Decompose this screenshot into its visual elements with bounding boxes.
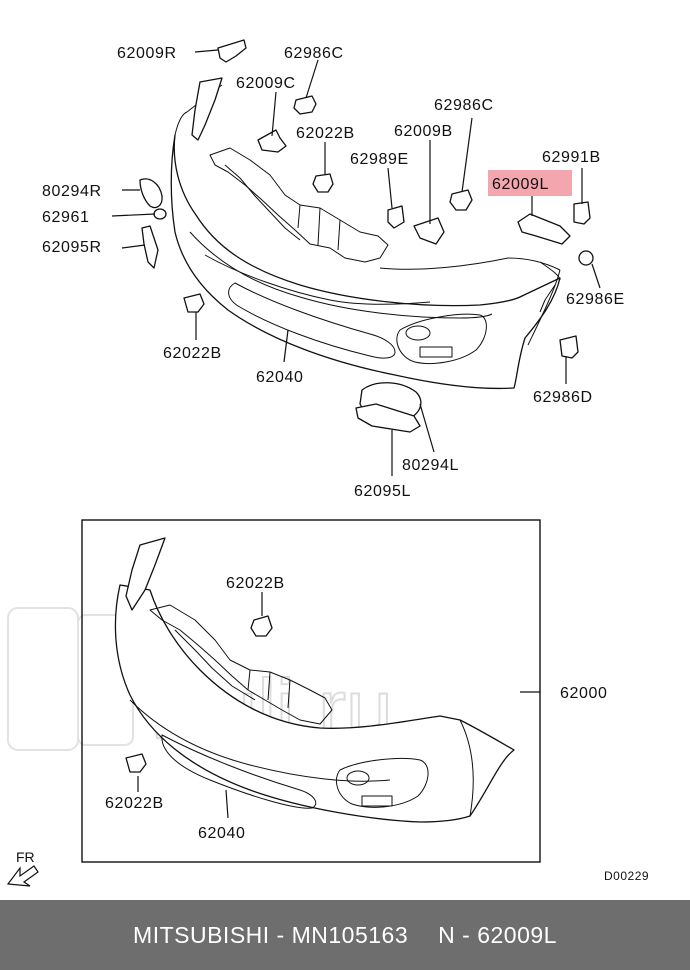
clip-62986C-icon — [293, 95, 317, 115]
clip-62022B-icon — [312, 173, 334, 193]
leader-lines-lower — [137, 592, 540, 819]
leader-lines-upper — [111, 49, 601, 476]
front-arrow-icon — [6, 865, 39, 887]
cap-80294R-icon — [139, 178, 163, 209]
label-62009R: 62009R — [117, 45, 177, 62]
grille-62095R-icon — [141, 225, 159, 269]
label-62009B: 62009B — [394, 123, 453, 140]
label-62022B-left: 62022B — [163, 345, 222, 362]
assembly-frame — [81, 519, 541, 863]
part-62961-icon — [153, 208, 167, 220]
small-parts-upper — [139, 39, 594, 433]
label-62040-lower: 62040 — [198, 825, 246, 842]
bracket-62009C-icon — [257, 129, 287, 153]
screw-62986E-icon — [578, 250, 594, 266]
part-62989E-icon — [387, 205, 405, 229]
bracket-62009R-icon — [217, 39, 247, 63]
label-62095R: 62095R — [42, 239, 102, 256]
label-62986C-top: 62986C — [284, 45, 344, 62]
diagram-code: D00229 — [604, 869, 649, 883]
label-62986D: 62986D — [533, 389, 593, 406]
label-62989E: 62989E — [350, 151, 409, 168]
label-62961: 62961 — [42, 209, 90, 226]
footer-bar: MITSUBISHI - MN105163 N - 62009L — [0, 900, 690, 970]
bracket-62009B-icon — [413, 217, 445, 245]
label-62022B-top: 62022B — [296, 125, 355, 142]
highlight-62009L — [488, 170, 572, 196]
clip-62986C-right-icon — [449, 189, 473, 211]
grille-62095L-icon — [355, 403, 421, 433]
front-label: FR — [16, 849, 35, 865]
label-62986E: 62986E — [566, 291, 625, 308]
callouts-lower: 62022B 62000 62022B 62040 — [105, 575, 608, 842]
lower-bumper-assembly — [114, 537, 515, 823]
clip-62022B-box-top-icon — [250, 615, 273, 637]
label-62991B: 62991B — [542, 149, 601, 166]
clip-62986D-icon — [559, 335, 579, 359]
label-62022B-box-bottom: 62022B — [105, 795, 164, 812]
clip-62022B-box-bottom-icon — [125, 753, 147, 773]
parts-diagram: Ruli.ru — [6, 39, 649, 887]
footer-brand-part-number: MITSUBISHI - MN105163 — [133, 921, 409, 948]
label-62000: 62000 — [560, 685, 608, 702]
upper-bumper-assembly — [170, 77, 561, 390]
small-parts-lower — [125, 615, 273, 773]
label-80294R: 80294R — [42, 183, 102, 200]
footer-catalog-number: N - 62009L — [438, 921, 557, 948]
clip-62022B-left-icon — [183, 293, 205, 313]
label-62009C: 62009C — [236, 75, 296, 92]
label-62009L: 62009L — [492, 176, 549, 193]
bracket-62009L-icon — [517, 213, 571, 245]
clip-62991B-icon — [573, 201, 591, 225]
front-indicator: FR — [6, 849, 39, 887]
label-62022B-box-top: 62022B — [226, 575, 285, 592]
label-62040-upper: 62040 — [256, 369, 304, 386]
label-62986C-right: 62986C — [434, 97, 494, 114]
callouts-upper: 62009R 62986C 62009C 62986C 62022B 62009… — [42, 45, 625, 500]
label-80294L: 80294L — [402, 457, 459, 474]
label-62095L: 62095L — [354, 483, 411, 500]
